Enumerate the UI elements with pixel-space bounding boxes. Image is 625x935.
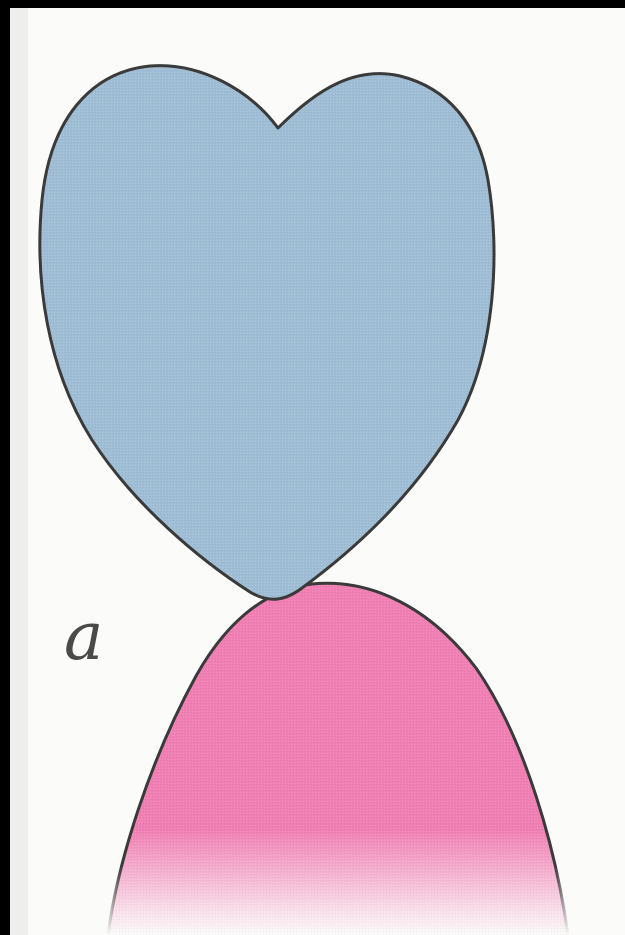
panel-label: a: [64, 604, 103, 670]
paper-left-shadow: [10, 8, 28, 935]
